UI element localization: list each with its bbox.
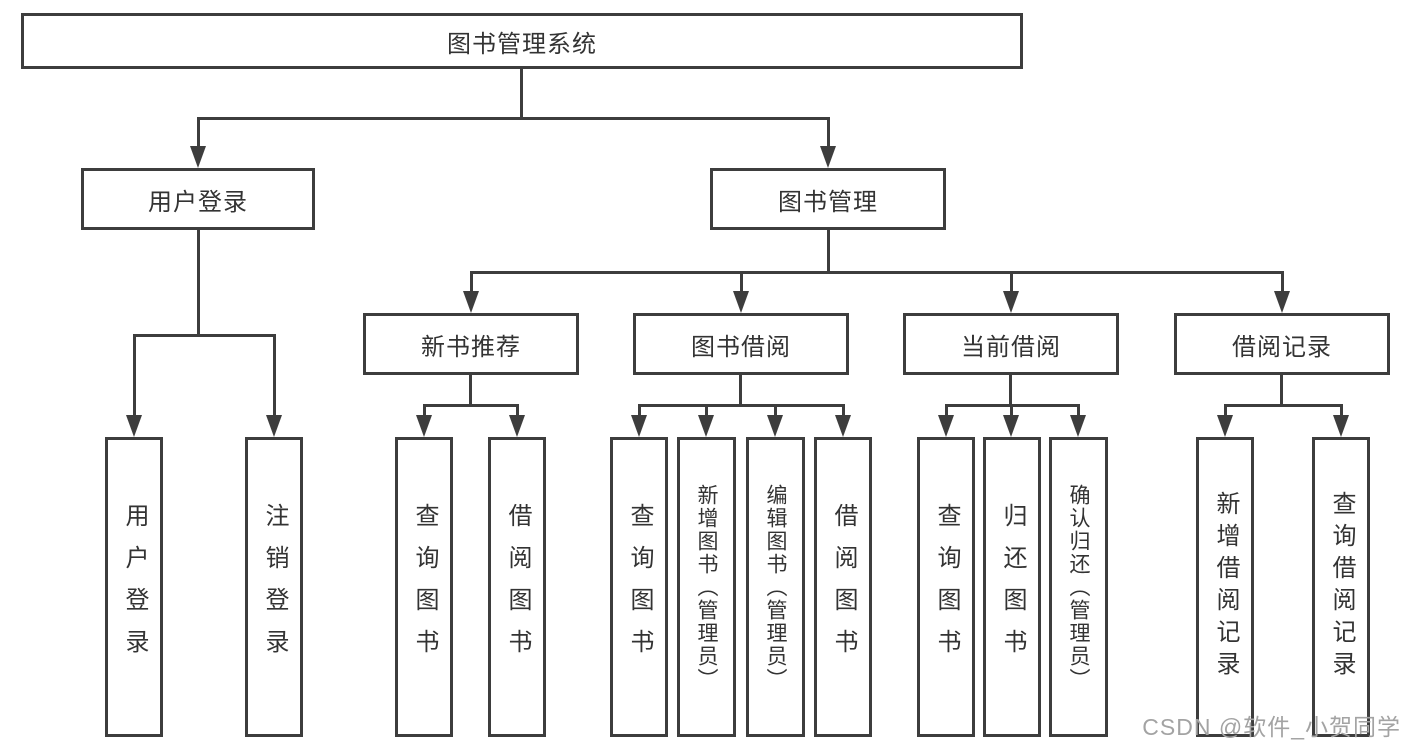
arrowhead-bb4 bbox=[835, 415, 851, 437]
connector-stem-userlogin bbox=[133, 334, 136, 415]
arrowhead-userlogin bbox=[126, 415, 142, 437]
leaf-query-books-recommend: 查询图书 bbox=[395, 437, 453, 737]
connector-stem-currentborrow bbox=[1010, 271, 1013, 291]
arrowhead-br2 bbox=[1333, 415, 1349, 437]
arrowhead-cb1 bbox=[938, 415, 954, 437]
connector-stem-nb1 bbox=[423, 404, 426, 416]
leaf-label: 新增借阅记录 bbox=[1212, 491, 1239, 683]
node-user-login: 用户登录 bbox=[81, 168, 315, 230]
arrowhead-logout bbox=[266, 415, 282, 437]
arrowhead-cb3 bbox=[1070, 415, 1086, 437]
arrowhead-br1 bbox=[1217, 415, 1233, 437]
leaf-label: 新增图书（管理员） bbox=[695, 483, 718, 691]
connector-stem-br2 bbox=[1340, 404, 1343, 416]
arrowhead-bb1 bbox=[631, 415, 647, 437]
connector-bookborrow-hline bbox=[638, 404, 845, 407]
connector-stem-bb4 bbox=[842, 404, 845, 416]
connector-root-hline bbox=[197, 117, 830, 120]
leaf-add-borrow-record: 新增借阅记录 bbox=[1196, 437, 1254, 737]
leaf-query-books-borrowing: 查询图书 bbox=[610, 437, 668, 737]
leaf-user-login: 用户登录 bbox=[105, 437, 163, 737]
connector-mgmt-stem bbox=[827, 230, 830, 274]
connector-currentborrow-stem bbox=[1009, 375, 1012, 406]
leaf-label: 确认归还（管理员） bbox=[1067, 483, 1090, 691]
arrowhead-borrowrecords bbox=[1274, 291, 1290, 313]
leaf-confirm-return-admin: 确认归还（管理员） bbox=[1049, 437, 1108, 737]
leaf-query-books-current: 查询图书 bbox=[917, 437, 975, 737]
connector-stem-borrowrecords bbox=[1281, 271, 1284, 291]
arrowhead-bookborrow bbox=[733, 291, 749, 313]
connector-stem-bb2 bbox=[705, 404, 708, 416]
arrowhead-mgmt bbox=[820, 146, 836, 168]
leaf-label: 编辑图书（管理员） bbox=[764, 483, 787, 691]
connector-stem-cb3 bbox=[1077, 404, 1080, 416]
arrowhead-login bbox=[190, 146, 206, 168]
arrowhead-cb2 bbox=[1003, 415, 1019, 437]
connector-stem-cb1 bbox=[945, 404, 948, 416]
connector-newbooks-hline bbox=[423, 404, 519, 407]
connector-borrowrecords-stem bbox=[1280, 375, 1283, 406]
connector-stem-logout bbox=[273, 334, 276, 415]
node-label: 图书管理系统 bbox=[447, 30, 597, 58]
node-borrowing-records: 借阅记录 bbox=[1174, 313, 1390, 375]
arrowhead-bb3 bbox=[767, 415, 783, 437]
connector-stem-bb3 bbox=[774, 404, 777, 416]
csdn-watermark: CSDN @软件_小贺同学 bbox=[1142, 714, 1401, 740]
connector-stem-mgmt bbox=[827, 117, 830, 147]
node-label: 借阅记录 bbox=[1232, 333, 1332, 361]
arrowhead-newbooks bbox=[463, 291, 479, 313]
node-book-borrowing: 图书借阅 bbox=[633, 313, 849, 375]
leaf-label: 归还图书 bbox=[999, 503, 1026, 671]
leaf-label: 借阅图书 bbox=[504, 503, 531, 671]
connector-stem-cb2 bbox=[1010, 404, 1013, 416]
leaf-edit-books-admin: 编辑图书（管理员） bbox=[746, 437, 805, 737]
node-book-management: 图书管理 bbox=[710, 168, 946, 230]
arrowhead-bb2 bbox=[698, 415, 714, 437]
node-label: 图书借阅 bbox=[691, 333, 791, 361]
connector-borrowrecords-hline bbox=[1224, 404, 1343, 407]
arrowhead-nb1 bbox=[416, 415, 432, 437]
connector-stem-br1 bbox=[1224, 404, 1227, 416]
leaf-label: 用户登录 bbox=[121, 503, 148, 671]
leaf-label: 查询图书 bbox=[933, 503, 960, 671]
connector-stem-nb2 bbox=[516, 404, 519, 416]
connector-bookborrow-stem bbox=[739, 375, 742, 406]
node-current-borrowing: 当前借阅 bbox=[903, 313, 1119, 375]
connector-stem-bookborrow bbox=[740, 271, 743, 291]
node-label: 图书管理 bbox=[778, 188, 878, 216]
leaf-label: 查询借阅记录 bbox=[1328, 491, 1355, 683]
leaf-query-borrow-record: 查询借阅记录 bbox=[1312, 437, 1370, 737]
leaf-return-books: 归还图书 bbox=[983, 437, 1041, 737]
connector-stem-login bbox=[197, 117, 200, 147]
node-label: 用户登录 bbox=[148, 188, 248, 216]
connector-mgmt-hline bbox=[470, 271, 1283, 274]
connector-login-hline bbox=[133, 334, 276, 337]
leaf-label: 借阅图书 bbox=[830, 503, 857, 671]
arrowhead-currentborrow bbox=[1003, 291, 1019, 313]
leaf-add-books-admin: 新增图书（管理员） bbox=[677, 437, 736, 737]
connector-stem-newbooks bbox=[470, 271, 473, 291]
node-label: 新书推荐 bbox=[421, 333, 521, 361]
connector-login-stem bbox=[197, 230, 200, 336]
leaf-label: 查询图书 bbox=[411, 503, 438, 671]
leaf-logout: 注销登录 bbox=[245, 437, 303, 737]
node-label: 当前借阅 bbox=[961, 333, 1061, 361]
node-new-book-recommend: 新书推荐 bbox=[363, 313, 579, 375]
leaf-label: 查询图书 bbox=[626, 503, 653, 671]
leaf-borrow-books-recommend: 借阅图书 bbox=[488, 437, 546, 737]
connector-newbooks-stem bbox=[469, 375, 472, 406]
leaf-label: 注销登录 bbox=[261, 503, 288, 671]
connector-stem-bb1 bbox=[638, 404, 641, 416]
leaf-borrow-books-borrowing: 借阅图书 bbox=[814, 437, 872, 737]
arrowhead-nb2 bbox=[509, 415, 525, 437]
connector-root-stem bbox=[520, 69, 523, 120]
node-library-system: 图书管理系统 bbox=[21, 13, 1023, 69]
